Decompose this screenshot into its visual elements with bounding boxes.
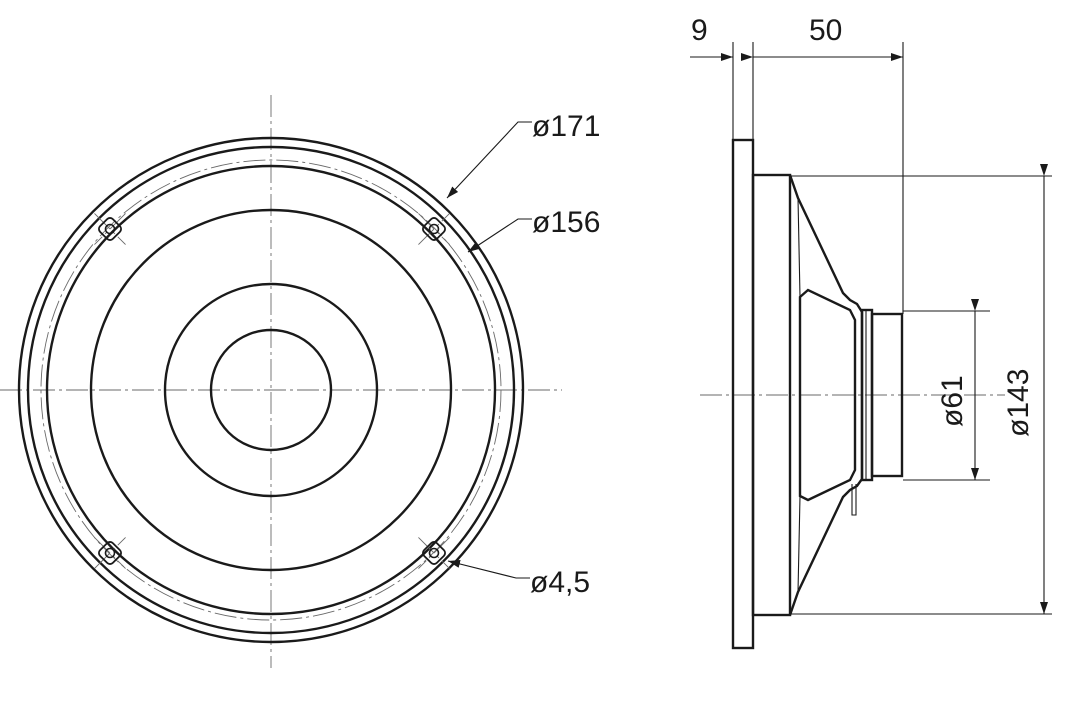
- label-magnet-diameter: ø61: [936, 375, 969, 427]
- frame-rim-outline: [26, 145, 516, 635]
- basket-rib-bottom: [797, 495, 801, 593]
- mounting-hole-top-left: [94, 213, 126, 245]
- leader-outer-diameter: [446, 121, 532, 199]
- flange-plate: [731, 138, 755, 650]
- basket-window: [798, 288, 857, 502]
- basket-rib-top: [797, 197, 801, 298]
- leader-hole-diameter: [447, 560, 530, 579]
- label-mount-diameter: ø156: [532, 206, 600, 239]
- label-hole-diameter: ø4,5: [530, 566, 590, 599]
- surround-outer-outline: [45, 164, 497, 616]
- outer-frame-outline: [17, 136, 525, 644]
- frame-rim: [751, 173, 792, 617]
- label-outer-diameter: ø171: [532, 110, 600, 143]
- magnet-body: [870, 312, 904, 478]
- mounting-hole-top-right: [418, 213, 450, 245]
- leader-mount-diameter: [467, 218, 532, 253]
- terminal-tab: [851, 484, 857, 516]
- label-cutout-diameter: ø143: [1002, 369, 1035, 437]
- front-view: ø171 ø156 ø4,5: [0, 95, 600, 668]
- dust-cap-outline: [209, 328, 333, 452]
- label-flange-thickness: 9: [691, 14, 708, 47]
- dust-cap-ring-outline: [163, 282, 379, 498]
- mounting-pitch-circle: [40, 159, 502, 621]
- cone-outline: [89, 208, 453, 572]
- label-mount-depth: 50: [809, 14, 842, 47]
- side-view: 9 50 ø61 ø143: [690, 14, 1052, 650]
- mounting-hole-bottom-left: [94, 537, 126, 569]
- mounting-hole-bottom-right: [418, 537, 450, 569]
